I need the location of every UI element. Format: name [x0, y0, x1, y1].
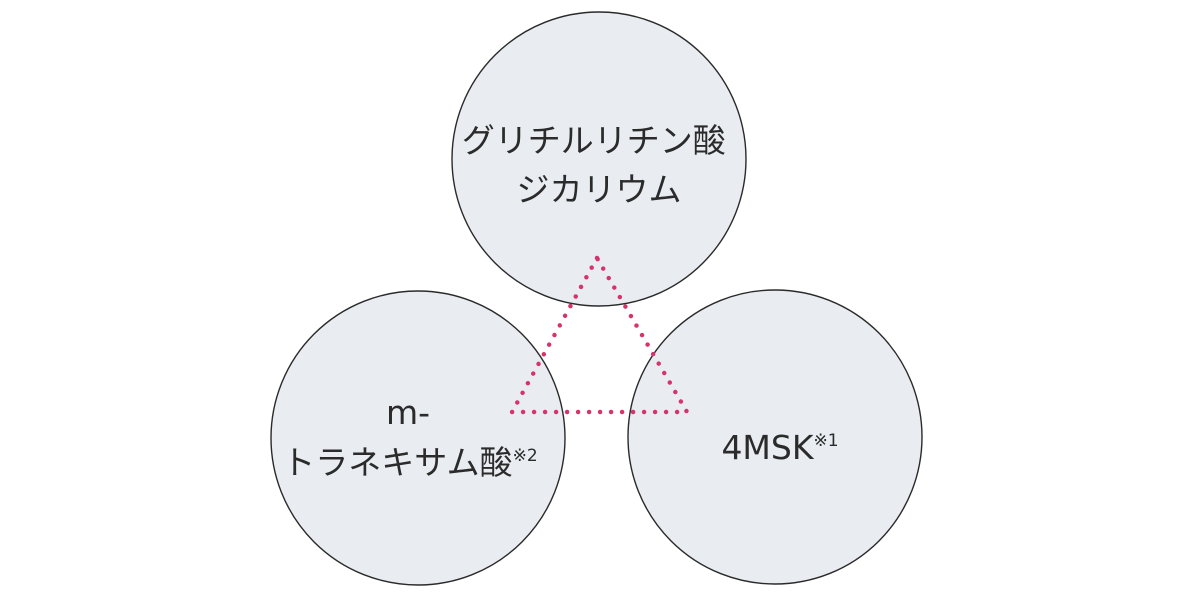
- circle-right: [627, 289, 923, 585]
- label-left-line1: m-: [386, 393, 430, 432]
- dotted-triangle: [509, 255, 690, 415]
- label-top-line2: ジカリウム: [517, 170, 682, 209]
- label-right: 4MSK※1: [721, 428, 838, 467]
- circle-top: [451, 11, 747, 307]
- label-right-footnote: ※1: [814, 431, 839, 451]
- circle-left: [270, 290, 566, 586]
- label-top-line1: グリチルリチン酸: [462, 121, 726, 160]
- label-left-line2: トラネキサム酸※2: [282, 443, 537, 482]
- label-left-footnote: ※2: [513, 446, 538, 466]
- label-right-name: 4MSK: [721, 428, 814, 467]
- label-top: グリチルリチン酸 ジカリウム: [462, 121, 737, 209]
- label-left-name: トラネキサム酸: [282, 443, 512, 482]
